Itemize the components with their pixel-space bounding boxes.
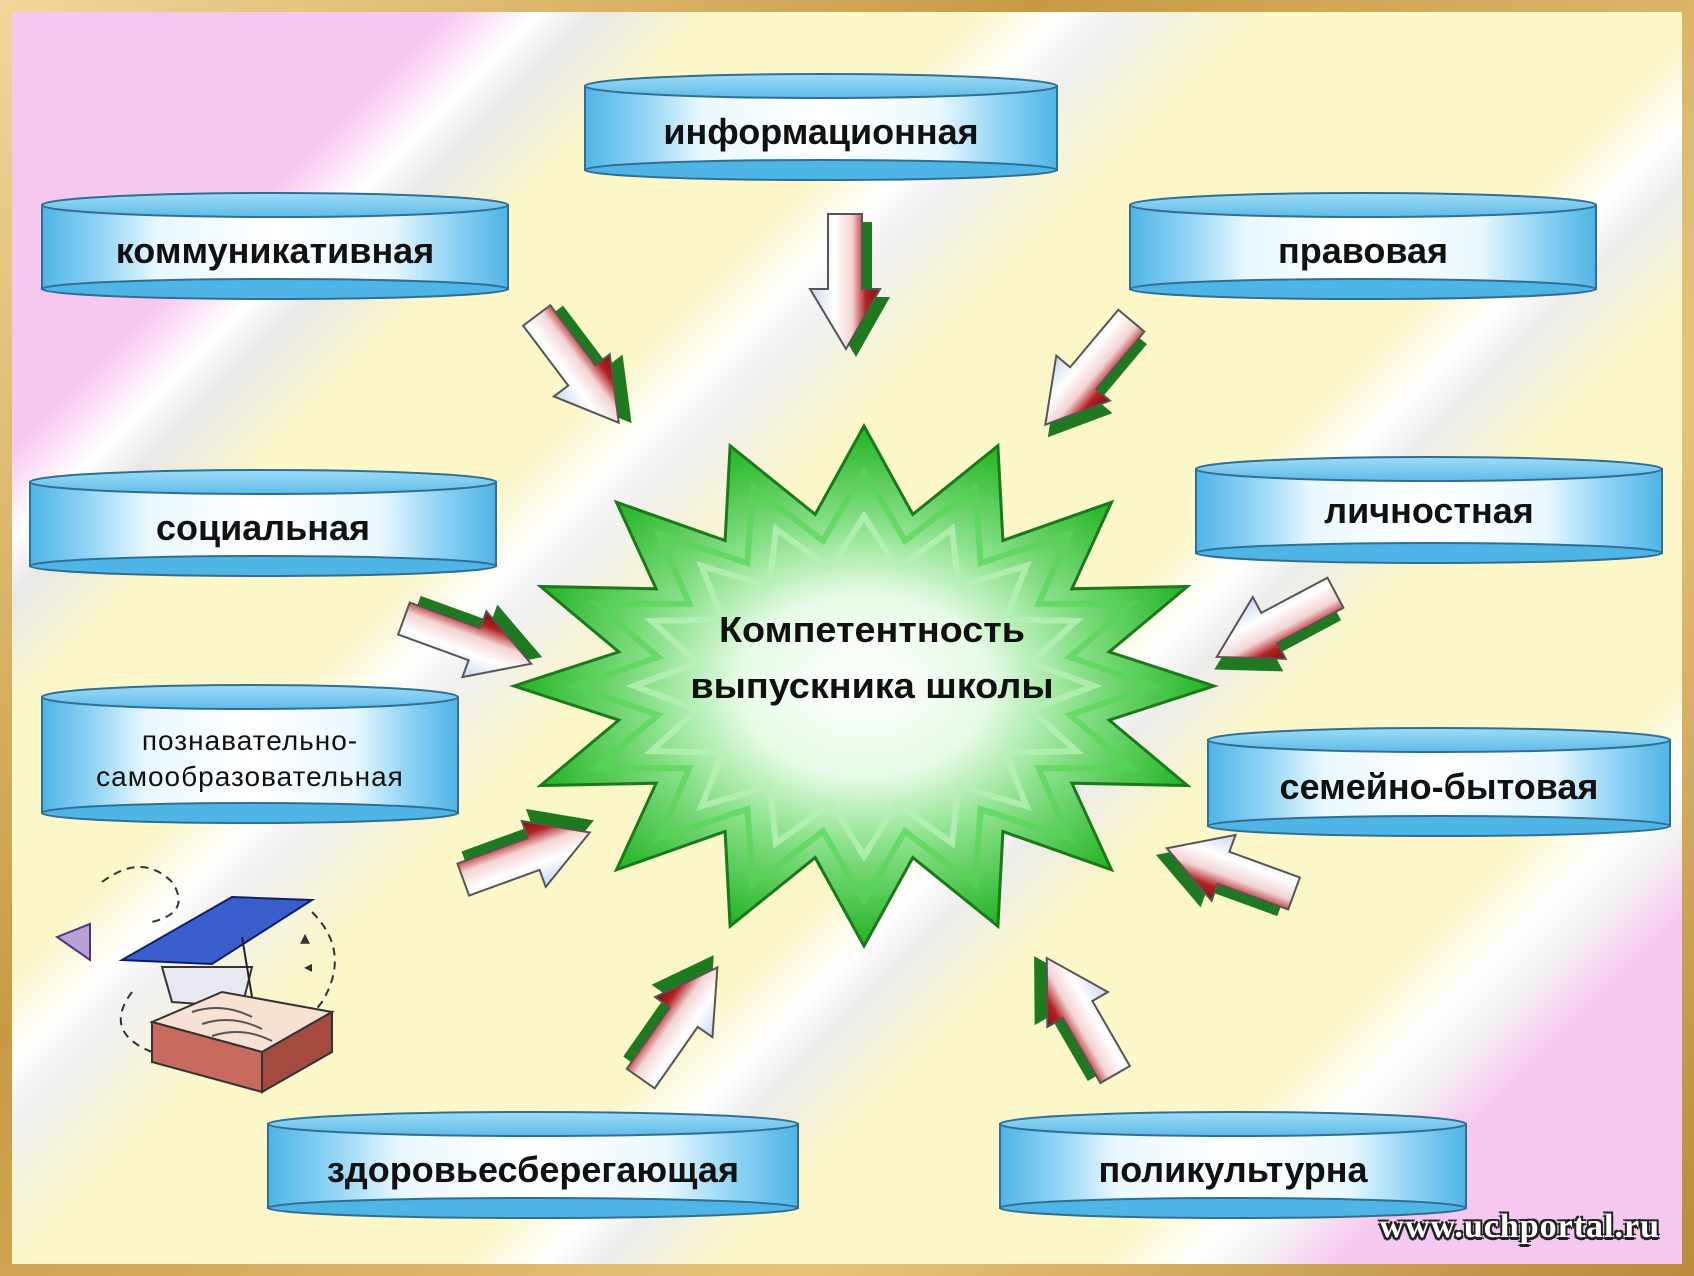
node-label: здоровьесберегающая [327,1149,739,1190]
cylinder-informational [584,73,1058,181]
node-label: личностная [1324,490,1534,531]
node-communicative: коммуникативная [42,215,508,287]
cylinder-personal [1195,456,1663,564]
arrow-from-health [602,934,753,1100]
arrow-from-cognitive [446,787,611,914]
node-social: социальная [30,492,496,564]
open-book-icon [148,990,335,1094]
arrow-from-legal [1011,297,1167,461]
graduation-book-illustration: ▴ ◂ [54,866,336,1094]
cylinder-social [29,469,497,577]
arrow-from-multicultural [1003,932,1147,1098]
node-health: здоровьесберегающая [268,1134,798,1206]
node-multicultural: поликультурна [1000,1134,1466,1206]
node-label: семейно-бытовая [1279,766,1599,807]
node-label: поликультурна [1098,1149,1368,1190]
slide-canvas: ▴ ◂ информационная коммуникативная право… [12,12,1682,1264]
cylinder-communicative [41,192,509,300]
diagram-graphics: ▴ ◂ [29,73,1671,1219]
svg-text:▴: ▴ [300,925,310,949]
cylinder-cognitive [41,684,459,824]
node-personal: личностная [1196,475,1662,547]
center-star [509,422,1219,950]
cylinder-multicultural [999,1111,1467,1219]
node-cognitive: познавательно- самообразовательная [42,707,458,811]
node-label: правовая [1277,230,1449,271]
center-title: Компетентность выпускника школы [578,602,1166,714]
node-label: информационная [663,111,979,152]
node-legal: правовая [1130,215,1596,287]
cylinder-family [1207,727,1671,837]
svg-text:◂: ◂ [304,957,312,976]
cylinder-legal [1129,192,1597,300]
arrow-from-informational [809,213,891,358]
node-label: коммуникативная [115,230,435,271]
node-informational: информационная [585,96,1057,168]
node-label-line1: познавательно- [141,725,359,756]
site-watermark: www.uchportal.ru [1379,1208,1660,1245]
arrow-from-personal [1191,560,1358,701]
graduation-cap-icon [118,895,316,1009]
node-label-line2: самообразовательная [96,761,404,792]
node-family: семейно-бытовая [1208,750,1670,824]
center-title-line2: выпускника школы [690,665,1054,706]
node-label: социальная [155,507,371,548]
arrow-from-communicative [507,287,660,452]
center-title-line1: Компетентность [718,609,1026,650]
cylinder-health [267,1111,799,1219]
